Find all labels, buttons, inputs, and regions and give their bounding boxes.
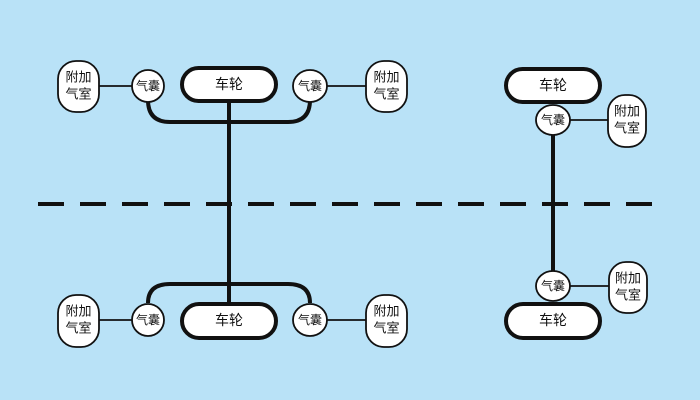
chamber-left-top-left: 附加 气室: [57, 60, 100, 113]
chamber-label-line1: 附加: [373, 71, 399, 86]
airbag-label: 气囊: [541, 278, 565, 293]
chamber-label-line2: 气室: [373, 321, 399, 337]
airbag-right-top: 气囊: [535, 104, 571, 136]
chamber-label-line1: 附加: [615, 272, 641, 287]
airbag-left-bottom-right: 气囊: [292, 303, 328, 337]
wheel-label: 车轮: [539, 77, 567, 94]
chamber-label-line2: 气室: [65, 321, 91, 337]
chamber-label-line1: 附加: [65, 305, 91, 320]
airbag-label: 气囊: [136, 312, 160, 327]
right-assembly-frame: [551, 119, 609, 287]
airbag-left-bottom-left: 气囊: [131, 303, 165, 337]
chamber-label-line1: 附加: [614, 105, 640, 120]
wheel-left-bottom: 车轮: [180, 302, 278, 340]
wheel-left-top: 车轮: [180, 66, 278, 103]
chamber-label-line2: 气室: [614, 121, 640, 137]
wheel-right-top: 车轮: [504, 67, 602, 104]
chamber-label-line2: 气室: [373, 87, 399, 103]
chamber-label-line2: 气室: [65, 87, 91, 103]
airbag-label: 气囊: [541, 112, 565, 127]
chamber-label-line1: 附加: [373, 305, 399, 320]
chamber-label-line1: 附加: [65, 71, 91, 86]
airbag-right-bottom: 气囊: [535, 270, 571, 302]
wheel-right-bottom: 车轮: [504, 302, 602, 340]
airbag-label: 气囊: [298, 78, 322, 93]
airbag-left-top-right: 气囊: [292, 69, 328, 103]
left-top-crossbar: [146, 99, 312, 124]
left-assembly-frame: [99, 85, 366, 321]
chamber-right-top: 附加 气室: [607, 94, 647, 148]
chamber-left-top-right: 附加 气室: [365, 60, 408, 113]
chamber-right-bottom: 附加 气室: [608, 261, 648, 314]
left-bottom-crossbar: [146, 282, 312, 304]
airbag-label: 气囊: [136, 78, 160, 93]
airbag-label: 气囊: [298, 312, 322, 327]
chamber-left-bottom-left: 附加 气室: [57, 294, 100, 348]
wheel-label: 车轮: [539, 312, 567, 329]
wheel-label: 车轮: [215, 76, 243, 93]
airbag-left-top-left: 气囊: [131, 69, 165, 103]
chamber-label-line2: 气室: [615, 288, 641, 304]
chamber-left-bottom-right: 附加 气室: [365, 294, 408, 348]
wheel-label: 车轮: [215, 312, 243, 329]
